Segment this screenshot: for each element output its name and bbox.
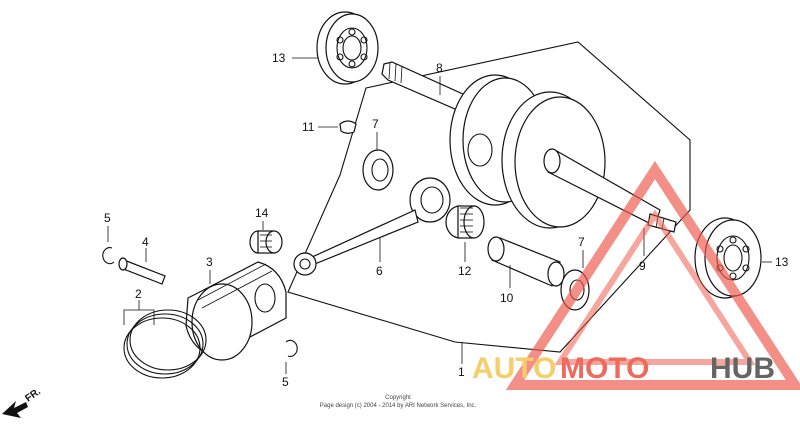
front-direction-label: FR. (23, 386, 43, 404)
clip-top (102, 247, 115, 265)
part-label-13-top: 13 (272, 51, 286, 65)
assembly-outline (287, 41, 691, 353)
part-label-14: 14 (255, 206, 269, 220)
piston (185, 261, 287, 361)
oil-seal-top (362, 149, 394, 191)
watermark-text-hub: HUB (710, 352, 775, 385)
part-label-6: 6 (376, 264, 383, 278)
watermark-text-auto: AUTO (472, 352, 556, 385)
crank-pin (487, 236, 565, 287)
watermark-text-moto: MOTO (560, 352, 649, 385)
copyright-line-1: Copyright (385, 395, 411, 401)
part-label-4: 4 (142, 235, 149, 249)
part-label-7-top: 7 (372, 117, 379, 131)
part-label-5-bottom: 5 (282, 375, 289, 389)
part-label-12: 12 (458, 264, 472, 278)
piston-pin (118, 257, 166, 285)
front-direction-arrow: FR. (2, 386, 43, 418)
part-label-7-right: 7 (578, 235, 585, 249)
part-label-2: 2 (135, 287, 142, 301)
part-label-8: 8 (436, 61, 443, 75)
connecting-rod (293, 177, 451, 276)
piston-rings (123, 309, 207, 379)
part-label-11: 11 (302, 120, 315, 134)
ball-bearing-top (316, 11, 379, 85)
part-label-13-right: 13 (775, 255, 789, 269)
woodruff-key (339, 120, 357, 134)
part-label-1: 1 (458, 365, 465, 379)
needle-bearing-small-end (249, 230, 283, 254)
part-label-5-top: 5 (104, 211, 111, 225)
part-label-9: 9 (639, 259, 646, 273)
watermark-logo: AUTO MOTO HUB (472, 160, 800, 390)
clip-bottom (285, 339, 298, 357)
needle-bearing-big-end (445, 205, 485, 239)
part-label-3: 3 (206, 255, 213, 269)
part-label-10: 10 (500, 291, 514, 305)
copyright-line-2: Page design (c) 2004 - 2014 by ARI Netwo… (320, 403, 477, 409)
